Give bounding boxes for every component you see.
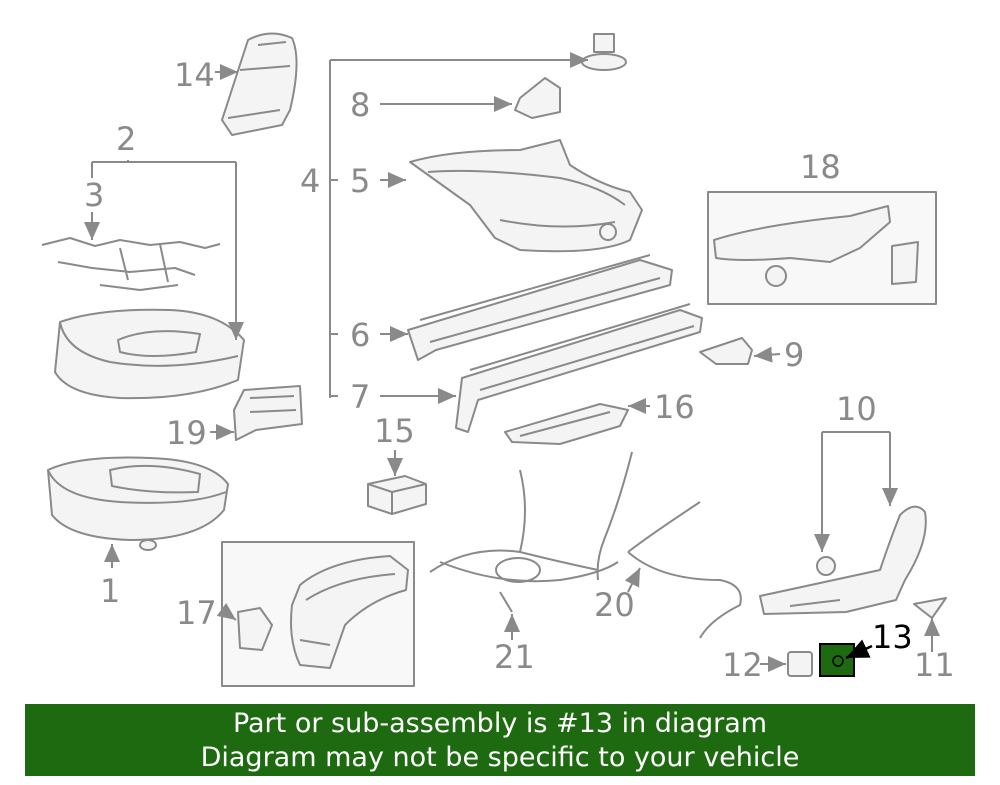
part-11-shape bbox=[913, 597, 947, 619]
label-21: 21 bbox=[494, 638, 535, 676]
label-9: 9 bbox=[784, 336, 804, 374]
nut-shape bbox=[581, 33, 627, 71]
part-13-highlight[interactable] bbox=[819, 643, 855, 677]
label-10: 10 bbox=[836, 390, 877, 428]
label-6: 6 bbox=[350, 316, 370, 354]
part-18-shape bbox=[713, 205, 919, 287]
part-21-shape bbox=[429, 451, 633, 613]
info-banner: Part or sub-assembly is #13 in diagram D… bbox=[25, 704, 975, 776]
label-3: 3 bbox=[84, 176, 104, 214]
part-1-shape bbox=[47, 456, 229, 551]
part-12-shape bbox=[787, 651, 813, 677]
part-15-shape bbox=[367, 475, 427, 515]
part-6-shape bbox=[407, 254, 673, 361]
banner-line-1: Part or sub-assembly is #13 in diagram bbox=[232, 708, 768, 739]
part-16-shape bbox=[504, 403, 629, 445]
part-3-shape bbox=[41, 237, 221, 291]
part-20-shape bbox=[627, 501, 742, 639]
seat-cushion-shape bbox=[54, 308, 245, 400]
label-4: 4 bbox=[300, 162, 320, 200]
part-17-shape bbox=[237, 555, 409, 669]
label-19: 19 bbox=[166, 414, 207, 452]
part-10-shape bbox=[759, 505, 927, 615]
label-1: 1 bbox=[100, 572, 120, 610]
banner-line-2: Diagram may not be specific to your vehi… bbox=[200, 742, 800, 773]
label-11: 11 bbox=[914, 646, 955, 684]
part-9-shape bbox=[699, 337, 753, 365]
label-17: 17 bbox=[176, 594, 217, 632]
label-5: 5 bbox=[350, 162, 370, 200]
label-7: 7 bbox=[350, 378, 370, 416]
label-18: 18 bbox=[800, 148, 841, 186]
part-8-shape bbox=[514, 77, 561, 119]
label-12: 12 bbox=[722, 646, 763, 684]
label-15: 15 bbox=[374, 412, 415, 450]
part-19-shape bbox=[233, 385, 303, 441]
part-5-shape bbox=[409, 139, 643, 253]
label-14: 14 bbox=[174, 56, 215, 94]
label-13[interactable]: 13 bbox=[872, 618, 913, 656]
part-14-shape bbox=[221, 32, 298, 136]
label-20: 20 bbox=[594, 586, 635, 624]
label-2: 2 bbox=[116, 120, 136, 158]
part-7-shape bbox=[455, 303, 703, 433]
label-16: 16 bbox=[654, 388, 695, 426]
label-8: 8 bbox=[350, 86, 370, 124]
